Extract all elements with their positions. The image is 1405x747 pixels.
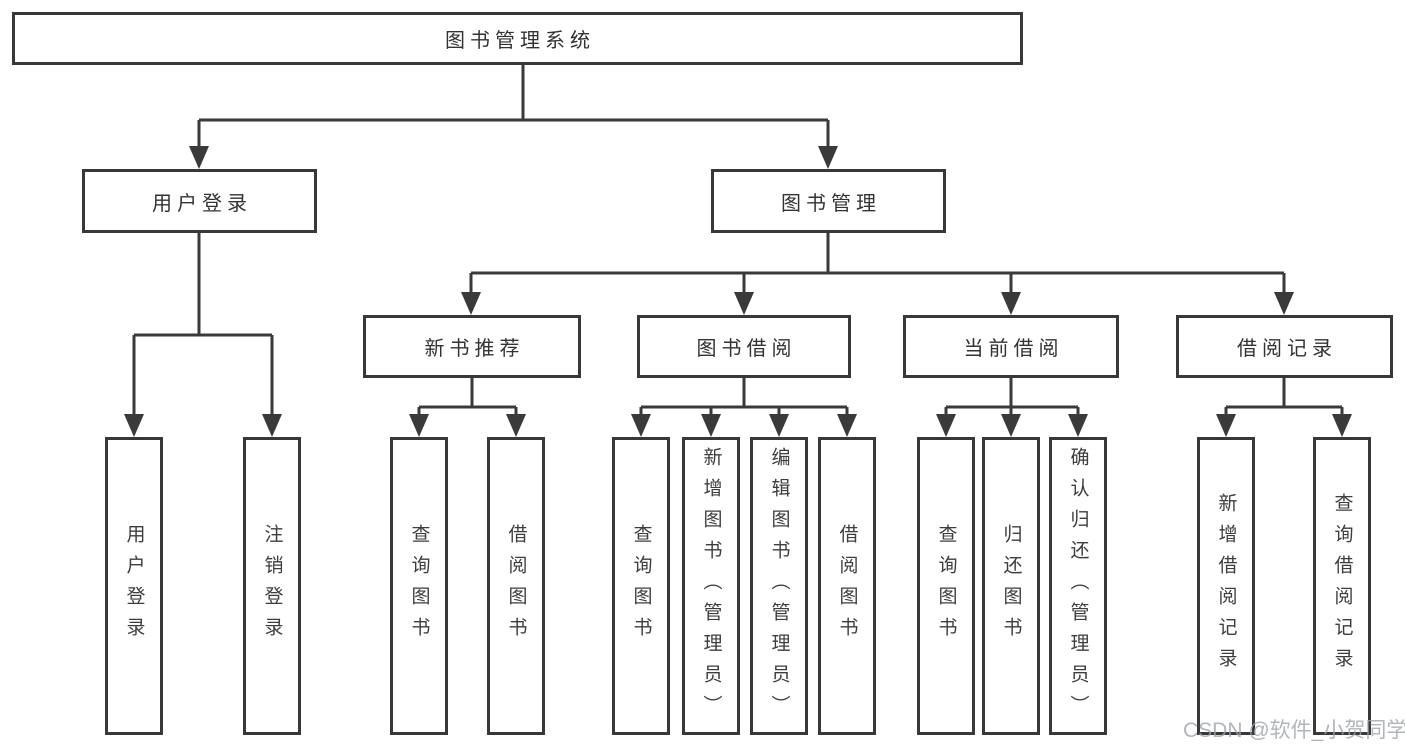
node-book-management: 图书管理 [711, 169, 946, 233]
leaf-borrow-books-recommend: 借阅图书 [487, 437, 545, 735]
node-label: 确认归还（管理员） [1067, 446, 1089, 726]
node-label: 查询图书 [935, 524, 957, 648]
node-label: 查询借阅记录 [1331, 493, 1353, 679]
node-label: 新增图书（管理员） [700, 446, 722, 726]
node-label: 借阅记录 [1237, 338, 1337, 360]
leaf-logout: 注销登录 [243, 437, 301, 735]
leaf-query-borrow-record: 查询借阅记录 [1313, 437, 1371, 735]
node-label: 归还图书 [1000, 524, 1022, 648]
node-label: 注销登录 [261, 524, 283, 648]
node-label: 查询图书 [630, 524, 652, 648]
node-label: 借阅图书 [505, 524, 527, 648]
leaf-confirm-return-admin: 确认归还（管理员） [1049, 437, 1107, 735]
node-label: 用户登录 [152, 192, 252, 215]
leaf-user-login: 用户登录 [105, 437, 163, 735]
csdn-watermark: CSDN @软件_小贺同学 [1183, 719, 1405, 742]
node-label: 新书推荐 [424, 338, 525, 360]
node-label: 用户登录 [123, 524, 145, 648]
node-label: 图书借阅 [696, 338, 797, 360]
leaf-add-book-admin: 新增图书（管理员） [682, 437, 740, 735]
node-new-book-recommend: 新书推荐 [363, 315, 581, 378]
node-label: 编辑图书（管理员） [768, 446, 790, 726]
leaf-return-book: 归还图书 [982, 437, 1040, 735]
connector-arrowheads [124, 146, 1352, 437]
node-label: 图书管理系统 [445, 30, 595, 52]
node-current-borrowing: 当前借阅 [903, 315, 1119, 378]
node-label: 借阅图书 [836, 524, 858, 648]
leaf-query-books-borrowing: 查询图书 [612, 437, 670, 735]
leaf-query-books-recommend: 查询图书 [390, 437, 448, 735]
node-user-login: 用户登录 [82, 169, 317, 233]
node-book-borrowing: 图书借阅 [637, 315, 851, 378]
leaf-borrow-books-borrowing: 借阅图书 [818, 437, 876, 735]
node-library-management-system: 图书管理系统 [12, 12, 1023, 65]
node-borrowing-records: 借阅记录 [1176, 315, 1393, 378]
leaf-edit-book-admin: 编辑图书（管理员） [750, 437, 808, 735]
leaf-add-borrow-record: 新增借阅记录 [1197, 437, 1255, 735]
node-label: 查询图书 [408, 524, 430, 648]
node-label: 新增借阅记录 [1215, 493, 1237, 679]
node-label: 图书管理 [781, 192, 881, 215]
node-label: 当前借阅 [963, 338, 1064, 360]
leaf-query-books-current: 查询图书 [917, 437, 975, 735]
